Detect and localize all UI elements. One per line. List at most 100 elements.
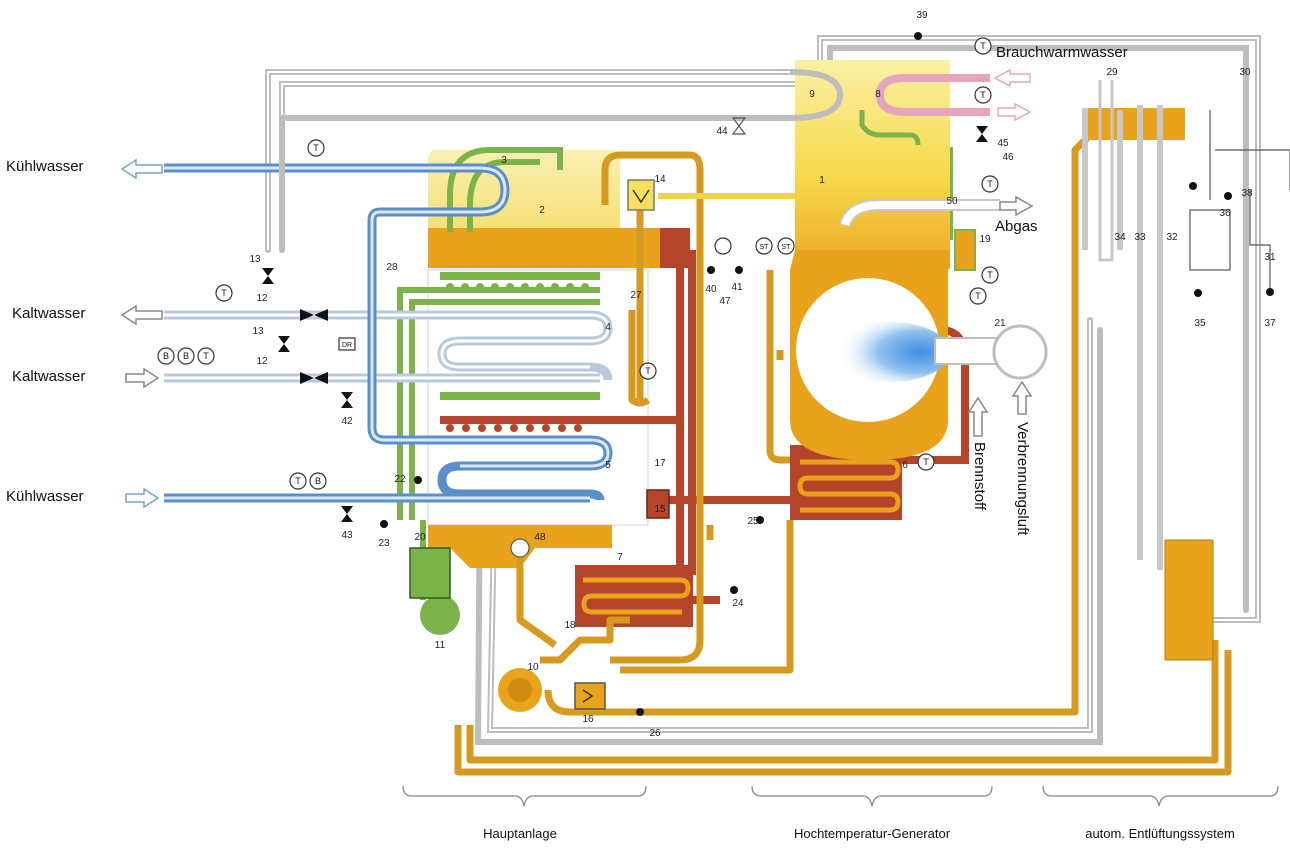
component-number-38: 38 bbox=[1241, 188, 1253, 199]
temp-sensor-symbol: T bbox=[295, 476, 301, 486]
valves bbox=[262, 32, 1274, 716]
generator-tank bbox=[790, 60, 1048, 460]
vent-pipes-inner bbox=[267, 37, 1259, 731]
component-number-13: 13 bbox=[249, 254, 261, 265]
component-number-48: 48 bbox=[534, 532, 546, 543]
dr-switch-symbol: DR bbox=[342, 342, 352, 349]
component-number-32: 32 bbox=[1166, 232, 1178, 243]
temp-sensor-symbol: T bbox=[987, 270, 993, 280]
component-number-24: 24 bbox=[732, 598, 744, 609]
temp-sensor-symbol: T bbox=[980, 41, 986, 51]
component-number-8: 8 bbox=[875, 89, 881, 100]
temp-sensor-symbol: T bbox=[987, 179, 993, 189]
component-number-3: 3 bbox=[501, 155, 507, 166]
label-abgas: Abgas bbox=[995, 218, 1038, 235]
component-number-10: 10 bbox=[527, 662, 539, 673]
sight-glass-48 bbox=[510, 538, 530, 558]
component-number-29: 29 bbox=[1106, 67, 1118, 78]
component-number-7: 7 bbox=[617, 552, 623, 563]
dr-switch: DR bbox=[338, 337, 356, 351]
strong-solution-drips bbox=[446, 424, 582, 432]
component-number-21: 21 bbox=[994, 318, 1006, 329]
pressure-sensor-symbol: B bbox=[183, 351, 189, 361]
flow-arrows bbox=[120, 68, 1034, 509]
component-number-1: 1 bbox=[819, 175, 825, 186]
component-number-40: 40 bbox=[705, 284, 717, 295]
section-label-generator: Hochtemperatur-Generator bbox=[793, 826, 951, 841]
component-number-14: 14 bbox=[654, 174, 666, 185]
label-brennstoff: Brennstoff bbox=[971, 442, 988, 511]
component-number-17: 17 bbox=[654, 458, 666, 469]
valve-15 bbox=[646, 489, 670, 519]
component-number-35: 35 bbox=[1194, 318, 1206, 329]
component-number-46: 46 bbox=[1002, 152, 1014, 163]
pump-11 bbox=[409, 547, 460, 635]
component-number-5: 5 bbox=[605, 460, 611, 471]
component-number-12: 12 bbox=[256, 293, 268, 304]
exhaust-pipe-inner bbox=[841, 201, 1000, 227]
component-number-13: 13 bbox=[252, 326, 264, 337]
instruments bbox=[157, 37, 999, 490]
component-number-47: 47 bbox=[719, 296, 731, 307]
component-number-37: 37 bbox=[1264, 318, 1276, 329]
component-number-18: 18 bbox=[564, 620, 576, 631]
component-number-6: 6 bbox=[902, 460, 908, 471]
generator-internals bbox=[859, 110, 921, 146]
heat-exchanger-7 bbox=[575, 565, 693, 627]
label-kuehlwasser-in: Kühlwasser bbox=[6, 488, 84, 505]
temp-sensor-symbol: T bbox=[923, 457, 929, 467]
section-label-hauptanlage: Hauptanlage bbox=[483, 826, 557, 841]
component-number-44: 44 bbox=[716, 126, 728, 137]
component-number-16: 16 bbox=[582, 714, 594, 725]
component-number-36: 36 bbox=[1219, 208, 1231, 219]
component-number-27: 27 bbox=[630, 290, 642, 301]
component-number-26: 26 bbox=[649, 728, 661, 739]
component-number-42: 42 bbox=[341, 416, 353, 427]
temp-sensor-symbol: T bbox=[221, 288, 227, 298]
component-number-31: 31 bbox=[1264, 252, 1276, 263]
component-number-43: 43 bbox=[341, 530, 353, 541]
component-number-41: 41 bbox=[731, 282, 743, 293]
component-number-39: 39 bbox=[916, 10, 928, 21]
component-number-9: 9 bbox=[809, 89, 815, 100]
temp-sensor-symbol: T bbox=[313, 143, 319, 153]
section-braces bbox=[402, 785, 1279, 807]
absorber-spray bbox=[440, 272, 600, 400]
cold-water-coil-inner bbox=[164, 313, 610, 380]
filter-16 bbox=[574, 682, 606, 710]
cooling-water-inner bbox=[164, 166, 610, 500]
component-number-15: 15 bbox=[654, 504, 666, 515]
component-number-2: 2 bbox=[539, 205, 545, 216]
temp-sensor-symbol: T bbox=[645, 366, 651, 376]
component-number-11: 11 bbox=[435, 640, 446, 651]
component-number-20: 20 bbox=[414, 532, 426, 543]
component-number-50: 50 bbox=[946, 196, 958, 207]
filter-14 bbox=[627, 179, 655, 211]
vent-system bbox=[1082, 80, 1290, 661]
valve-44 bbox=[731, 117, 747, 135]
component-number-12: 12 bbox=[256, 356, 268, 367]
component-number-30: 30 bbox=[1239, 67, 1251, 78]
component-number-45: 45 bbox=[997, 138, 1009, 149]
label-brauchwarmwasser: Brauchwarmwasser bbox=[996, 44, 1128, 61]
component-19 bbox=[954, 229, 976, 271]
label-verbrennungsluft: Verbrennungsluft bbox=[1014, 422, 1031, 536]
st-sensor-symbol: ST bbox=[782, 244, 792, 251]
label-kuehlwasser-out: Kühlwasser bbox=[6, 158, 84, 175]
pressure-sensor-symbol: B bbox=[163, 351, 169, 361]
component-number-28: 28 bbox=[386, 262, 398, 273]
component-number-4: 4 bbox=[605, 322, 611, 333]
instrument-letters: T T B B T T B T ST ST T T T T T T bbox=[163, 41, 993, 486]
section-label-entlueftung: autom. Entlüftungssystem bbox=[1085, 826, 1235, 841]
component-number-25: 25 bbox=[747, 516, 759, 527]
pressure-sensor-symbol: B bbox=[315, 476, 321, 486]
label-kaltwasser-in: Kaltwasser bbox=[12, 368, 86, 385]
dilute-solution-pipes bbox=[454, 127, 1232, 776]
temp-sensor-symbol: T bbox=[975, 291, 981, 301]
component-number-34: 34 bbox=[1114, 232, 1126, 243]
temp-sensor-symbol: T bbox=[203, 351, 209, 361]
pump-10 bbox=[498, 668, 542, 712]
component-number-19: 19 bbox=[979, 234, 991, 245]
